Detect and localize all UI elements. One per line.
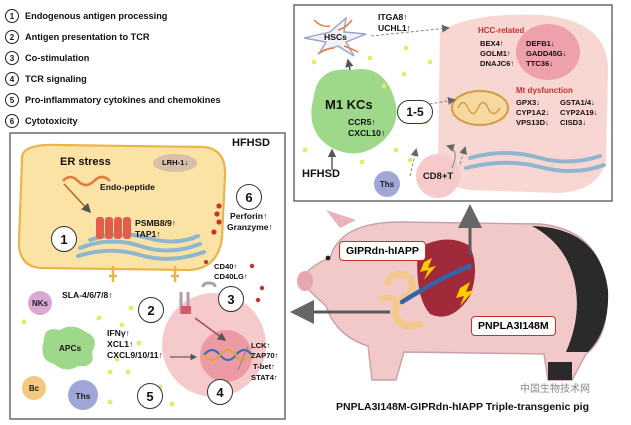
stat4-label: STAT4↑ xyxy=(251,373,278,382)
hcc-gene: GOLM1↑ xyxy=(480,49,511,58)
legend-text: TCR signaling xyxy=(25,74,87,84)
right-hfhsd-label: HFHSD xyxy=(302,168,340,180)
cd40-receptor xyxy=(201,281,217,288)
pig-illustration xyxy=(297,210,609,381)
nks-label: NKs xyxy=(31,299,48,308)
legend-text: Cytotoxicity xyxy=(25,116,78,126)
cxcl-label: CXCL9/10/11↑ xyxy=(107,350,163,360)
mt-gene: CISD3↓ xyxy=(560,118,587,127)
pnpla3-label-box: PNPLA3I148M xyxy=(471,316,556,336)
step-6-badge: 6 xyxy=(236,184,262,210)
granule-dots xyxy=(204,203,265,303)
apcs-label: APCs xyxy=(58,343,82,353)
step-5-badge: 5 xyxy=(137,383,163,409)
legend-item: 3 Co-stimulation xyxy=(5,50,89,66)
hscs-cell xyxy=(303,16,367,57)
hcc-gene: BEX4↑ xyxy=(480,39,504,48)
proteasome-icon xyxy=(96,217,131,239)
cd40lg-label: CD40LG↑ xyxy=(214,272,248,281)
ths-right-label: Ths xyxy=(379,179,395,189)
hcc-gene: GADD45G↓ xyxy=(526,49,567,58)
hscs-label: HSCs xyxy=(324,32,347,42)
m1-kcs-label: M1 KCs xyxy=(325,97,373,112)
nks-cell xyxy=(28,291,52,315)
cytokine-dots-right xyxy=(302,45,433,165)
legend-num: 6 xyxy=(5,114,19,128)
ifn-label: IFNγ↑ xyxy=(107,328,130,338)
hcc-gene: TTC36↓ xyxy=(526,59,554,68)
psmb-label: PSMB8/9↑ xyxy=(135,218,177,228)
legend-item: 5 Pro-inflammatory cytokines and chemoki… xyxy=(5,92,221,108)
sla-label: SLA-4/6/7/8↑ xyxy=(62,290,113,300)
hcc-gene: DNAJC6↑ xyxy=(480,59,515,68)
legend-text: Co-stimulation xyxy=(25,53,90,63)
lrh-label: LRH-1↓ xyxy=(162,158,189,167)
mt-gene: GPX3↓ xyxy=(516,98,541,107)
cxcl10-label: CXCL10↑ xyxy=(348,128,386,138)
range-badge: 1-5 xyxy=(397,100,433,124)
lrh-badge-bg xyxy=(153,154,197,172)
hcc-title: HCC-related xyxy=(478,26,525,35)
watermark-text: 中国生物技术网 xyxy=(520,384,590,395)
dna-helix-icon xyxy=(203,348,253,362)
cd8-t-cell xyxy=(416,154,460,198)
bc-cell xyxy=(22,376,46,400)
hcc-er xyxy=(464,151,606,174)
gipr-label-box: GIPRdn-hIAPP xyxy=(339,241,426,261)
step-1-badge: 1 xyxy=(51,226,77,252)
legend-item: 1 Endogenous antigen processing xyxy=(5,8,167,24)
peptide-arrow xyxy=(63,183,92,214)
er-stress-label: ER stress xyxy=(60,156,111,168)
mt-gene: VPS13D↓ xyxy=(516,118,549,127)
itga8-label: ITGA8↑ xyxy=(378,12,408,22)
step-4-badge: 4 xyxy=(207,379,233,405)
ths-cell xyxy=(68,380,98,410)
legend-text: Antigen presentation to TCR xyxy=(25,32,150,42)
ths-label: Ths xyxy=(75,390,91,401)
tap-label: TAP1↑ xyxy=(135,229,161,239)
legend-num: 3 xyxy=(5,51,19,65)
hcc-gene: DEFB1↓ xyxy=(526,39,555,48)
legend-num: 4 xyxy=(5,72,19,86)
mt-gene: CYP2A19↓ xyxy=(560,108,598,117)
legend-num: 2 xyxy=(5,30,19,44)
cd8-label: CD8+T xyxy=(422,171,454,182)
lck-label: LCK↑ xyxy=(251,341,271,350)
legend-text: Endogenous antigen processing xyxy=(25,11,168,21)
legend-item: 4 TCR signaling xyxy=(5,71,87,87)
perforin-label: Perforin↑ xyxy=(230,211,268,221)
mt-gene: CYP1A2↓ xyxy=(516,108,550,117)
hcc-nucleus xyxy=(516,24,580,80)
pig-caption: PNPLA3I148M-GIPRdn-hIAPP Triple-transgen… xyxy=(336,401,590,413)
mhc-receptors xyxy=(109,266,179,282)
legend-num: 5 xyxy=(5,93,19,107)
zap70-label: ZAP70↑ xyxy=(251,351,279,360)
xcl1-label: XCL1↑ xyxy=(107,339,134,349)
step-3-badge: 3 xyxy=(218,286,244,312)
step-2-badge: 2 xyxy=(138,297,164,323)
m1-kc-cell xyxy=(311,68,397,154)
t-cell-nucleus xyxy=(200,330,252,382)
legend-item: 6 Cytotoxicity xyxy=(5,113,78,129)
left-panel-title: HFHSD xyxy=(232,137,270,149)
cd40-label: CD40↑ xyxy=(214,262,238,271)
bc-label: Bc xyxy=(28,384,40,393)
legend-item: 2 Antigen presentation to TCR xyxy=(5,29,150,45)
ths-right-cell xyxy=(374,171,400,197)
legend-num: 1 xyxy=(5,9,19,23)
apcs-cell xyxy=(42,326,95,370)
uchl1-label: UCHL1↑ xyxy=(378,23,411,33)
endo-peptide-label: Endo-peptide xyxy=(100,182,155,192)
mitochondrion-icon xyxy=(451,90,509,126)
mt-title: Mt dysfunction xyxy=(516,86,573,95)
legend-text: Pro-inflammatory cytokines and chemokine… xyxy=(25,95,221,105)
peptide-chain-icon xyxy=(62,175,111,187)
mt-gene: GSTA1/4↓ xyxy=(560,98,595,107)
tbet-label: T-bet↑ xyxy=(253,362,275,371)
ccr5-label: CCR5↑ xyxy=(348,117,376,127)
granzyme-label: Granzyme↑ xyxy=(227,222,273,232)
tcr-signal-box xyxy=(181,306,191,314)
